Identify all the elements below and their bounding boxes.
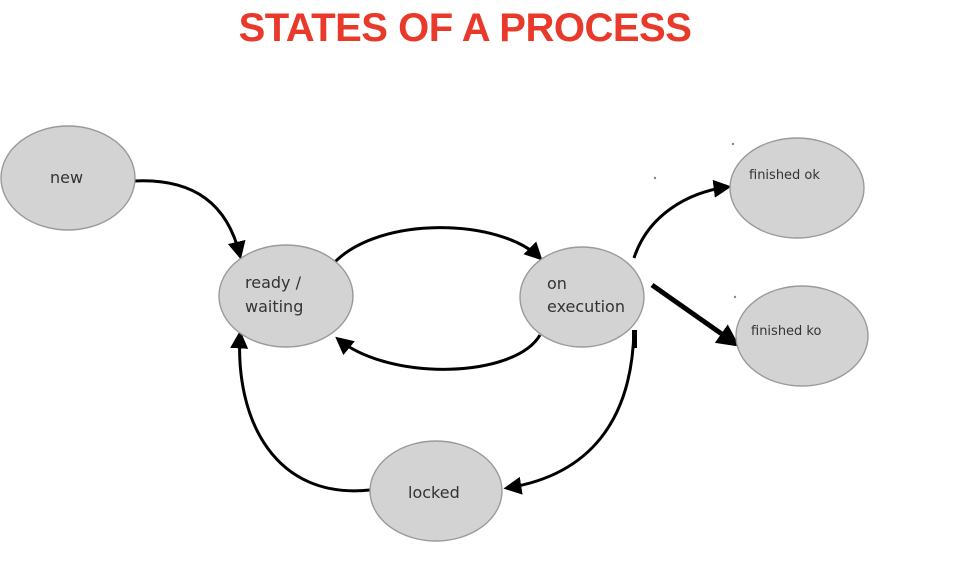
edge-execution-to-locked xyxy=(503,329,636,495)
state-ready-label-line2: waiting xyxy=(245,297,303,316)
speck xyxy=(653,176,657,180)
state-execution-label-line2: execution xyxy=(547,297,625,316)
state-ready-waiting: ready / waiting xyxy=(218,244,354,348)
state-locked: locked xyxy=(369,440,503,542)
edge-execution-to-finished-ok xyxy=(632,179,732,259)
state-finished-ko-label: finished ko xyxy=(751,324,821,339)
speck xyxy=(731,142,735,146)
state-on-execution: on execution xyxy=(519,246,645,348)
edge-ready-to-execution xyxy=(331,226,543,266)
execution-edge-stub xyxy=(632,330,637,348)
state-finished-ok: finished ok xyxy=(729,137,865,239)
edge-locked-to-ready xyxy=(230,330,371,493)
state-new: new xyxy=(0,125,136,231)
state-finished-ko: finished ko xyxy=(735,285,869,387)
state-finished-ok-label: finished ok xyxy=(749,168,820,183)
edge-new-to-ready xyxy=(133,179,246,260)
state-ready-label-line1: ready / xyxy=(245,273,302,292)
state-locked-label: locked xyxy=(408,483,460,502)
speck xyxy=(733,295,737,299)
edge-execution-to-finished-ko xyxy=(650,282,740,347)
state-new-label: new xyxy=(50,168,83,187)
edge-execution-to-ready xyxy=(335,334,542,371)
diagram-title: STATES OF A PROCESS xyxy=(238,6,692,50)
state-execution-label-line1: on xyxy=(547,274,567,293)
